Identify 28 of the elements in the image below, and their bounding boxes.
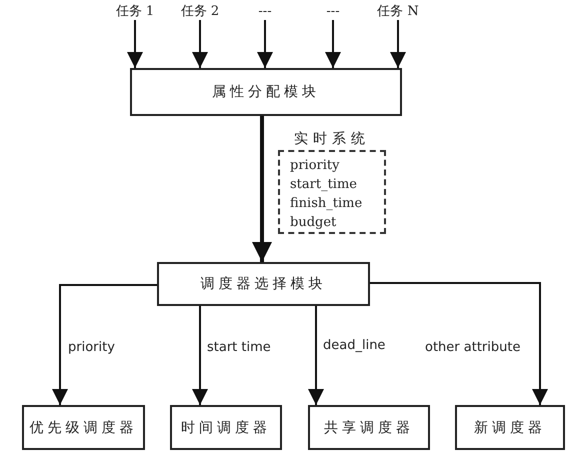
arrow bbox=[192, 20, 208, 68]
attribute-text: finish_time bbox=[290, 196, 362, 211]
module-box: 属性分配模块 bbox=[130, 68, 402, 116]
group-heading: 实时系统 bbox=[294, 131, 370, 147]
arrow bbox=[127, 20, 143, 68]
arrow bbox=[325, 20, 341, 68]
module-box: 共享调度器 bbox=[308, 405, 430, 450]
edge-label: priority bbox=[68, 340, 115, 355]
arrow bbox=[390, 20, 406, 68]
attribute-text: start_time bbox=[290, 177, 357, 192]
arrow bbox=[308, 306, 324, 405]
task-label: 任务 1 bbox=[113, 2, 157, 20]
task-label: 任务 2 bbox=[178, 2, 222, 20]
task-label: --- bbox=[318, 2, 348, 20]
module-box: 新调度器 bbox=[455, 405, 565, 450]
module-box: 时间调度器 bbox=[170, 405, 282, 450]
task-label: 任务 N bbox=[373, 2, 423, 20]
module-box: 优先级调度器 bbox=[22, 405, 145, 450]
arrow bbox=[192, 306, 208, 405]
arrow bbox=[257, 20, 273, 68]
arrow bbox=[252, 116, 272, 262]
attribute-text: priority bbox=[290, 158, 340, 173]
attribute-text: budget bbox=[290, 215, 336, 230]
module-box: 调度器选择模块 bbox=[157, 262, 370, 306]
task-label: --- bbox=[250, 2, 280, 20]
edge-label: dead_line bbox=[323, 338, 386, 353]
arrow bbox=[52, 284, 157, 405]
arrow bbox=[370, 282, 548, 405]
